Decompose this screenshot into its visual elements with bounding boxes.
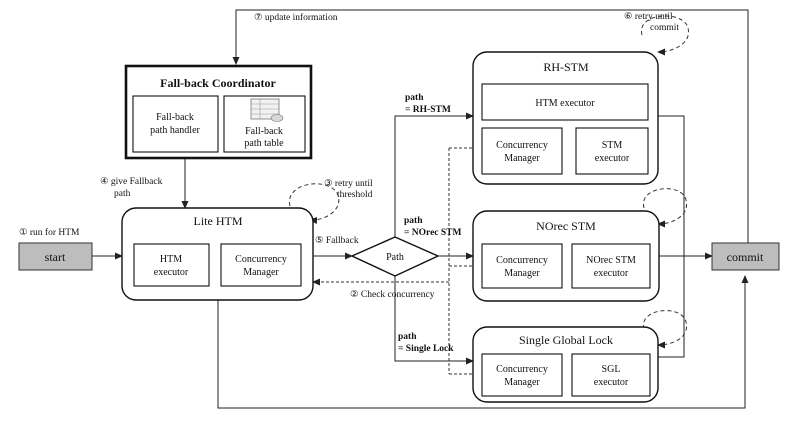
fallback-path-table-label-2: path table — [244, 138, 284, 149]
commit-label: commit — [727, 250, 764, 264]
rh-stm-htm-executor-label: HTM executor — [535, 98, 595, 109]
sgl-to-commit — [658, 256, 685, 358]
lite-htm-concurrency-label-2: Manager — [243, 267, 279, 278]
fallback-path-handler-label-1: Fall-back — [156, 112, 194, 123]
sgl-concurrency-box — [481, 353, 563, 397]
update-information-line-right — [236, 9, 749, 270]
sgl-title: Single Global Lock — [519, 333, 613, 347]
path-decision: Path — [350, 236, 440, 277]
sgl-concurrency-label-2: Manager — [504, 377, 540, 388]
rh-stm-concurrency-label-2: Manager — [504, 153, 540, 164]
norec-stm-title: NOrec STM — [536, 219, 596, 233]
rh-stm-to-commit — [658, 115, 685, 256]
table-icon — [250, 98, 284, 122]
fallback-coordinator: Fall-back Coordinator Fall-back path han… — [124, 64, 313, 160]
lite-htm-concurrency-label-1: Concurrency — [235, 254, 287, 265]
norec-concurrency-label-1: Concurrency — [496, 255, 548, 266]
lite-htm-executor-box — [133, 243, 210, 287]
lite-htm-concurrency-box — [220, 243, 302, 287]
norec-concurrency-label-2: Manager — [504, 268, 540, 279]
retry-commit-loop-rh — [641, 15, 689, 56]
norec-stm-executor-label-1: NOrec STM — [586, 255, 636, 266]
retry-commit-loop-sgl — [643, 310, 688, 349]
rh-stm-concurrency-box — [481, 127, 563, 175]
path-decision-label: Path — [386, 252, 404, 263]
step-give-fallback-2: path — [114, 189, 131, 199]
lite-htm: Lite HTM HTM executor Concurrency Manage… — [121, 207, 314, 301]
step-update-information: ⑦ update information — [254, 12, 338, 23]
lite-htm-title: Lite HTM — [194, 214, 243, 228]
path-sgl-2: = Single Lock — [398, 344, 454, 354]
norec-stm-executor-box — [571, 243, 651, 289]
fallback-path-handler-box — [132, 95, 219, 153]
route-sgl — [394, 276, 474, 365]
step-give-fallback-1: ④ give Fallback — [100, 176, 163, 187]
norec-stm-executor-label-2: executor — [594, 268, 629, 279]
step-retry-commit-1: ⑥ retry until — [624, 11, 673, 22]
coordinator-title: Fall-back Coordinator — [160, 76, 276, 90]
retry-commit-loop-norec — [643, 188, 688, 228]
norec-stm: NOrec STM Concurrency Manager NOrec STM … — [472, 210, 660, 302]
step-retry-threshold-1: ③ retry until — [324, 178, 373, 189]
rh-stm-concurrency-label-1: Concurrency — [496, 140, 548, 151]
norec-concurrency-box — [481, 243, 563, 289]
rh-stm-stm-executor-box — [575, 127, 649, 175]
retry-threshold-loop — [289, 183, 340, 224]
start-terminal: start — [18, 242, 93, 271]
route-rh-stm — [394, 112, 474, 237]
step-run-for-htm: ① run for HTM — [19, 227, 80, 238]
commit-terminal: commit — [711, 242, 780, 271]
lite-htm-executor-label-2: executor — [154, 267, 189, 278]
rh-stm-stm-executor-label-1: STM — [602, 140, 623, 151]
path-rh-stm-2: = RH-STM — [405, 105, 451, 115]
sgl-concurrency-label-1: Concurrency — [496, 364, 548, 375]
single-global-lock: Single Global Lock Concurrency Manager S… — [472, 326, 659, 403]
check-concurrency-dashed — [313, 148, 450, 374]
rh-stm-htm-executor-box — [481, 83, 649, 121]
rh-stm-title: RH-STM — [543, 60, 589, 74]
start-label: start — [45, 250, 66, 264]
step-check-concurrency: ② Check concurrency — [350, 289, 435, 300]
fallback-path-table-label-1: Fall-back — [245, 126, 283, 137]
step-retry-commit-2: commit — [650, 23, 679, 33]
direct-commit-line — [217, 275, 749, 409]
step-retry-threshold-2: threshold — [337, 190, 373, 200]
rh-stm: RH-STM HTM executor Concurrency Manager … — [472, 51, 659, 185]
step-fallback: ⑤ Fallback — [315, 235, 359, 246]
sgl-executor-label-2: executor — [594, 377, 629, 388]
path-norec-1: path — [404, 216, 423, 226]
sgl-executor-box — [571, 353, 651, 397]
path-sgl-1: path — [398, 332, 417, 342]
lite-htm-executor-label-1: HTM — [160, 254, 182, 265]
sgl-executor-label-1: SGL — [602, 364, 621, 375]
rh-stm-stm-executor-label-2: executor — [595, 153, 630, 164]
fallback-path-handler-label-2: path handler — [150, 125, 200, 136]
path-rh-stm-1: path — [405, 93, 424, 103]
path-norec-2: = NOrec STM — [404, 228, 462, 238]
